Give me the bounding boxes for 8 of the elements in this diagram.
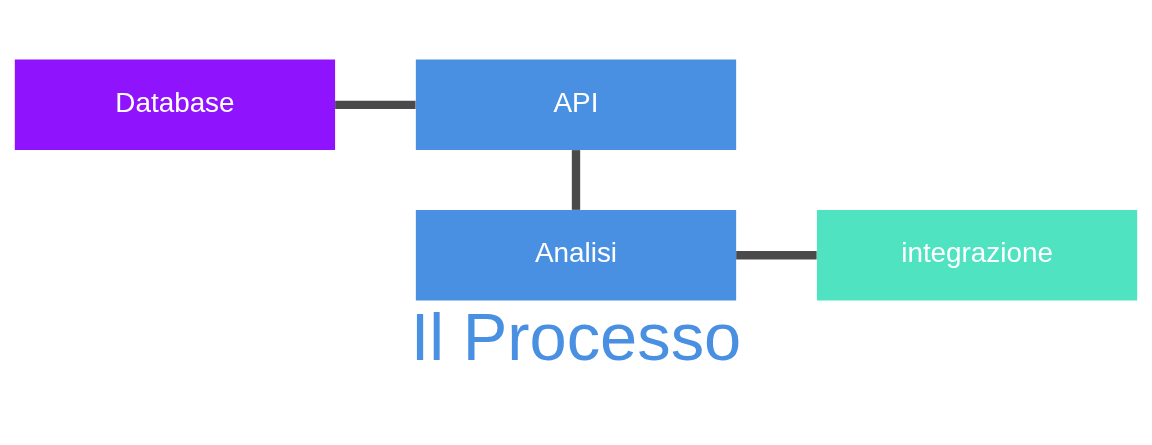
node-box: Analisi (415, 209, 737, 301)
node-box: Database (14, 59, 336, 151)
node-box: API (415, 59, 737, 151)
connector (571, 150, 581, 210)
node-box: integrazione (816, 209, 1138, 301)
connector (335, 100, 416, 109)
diagram-title: Il Processo (410, 298, 742, 374)
connector (736, 251, 817, 260)
